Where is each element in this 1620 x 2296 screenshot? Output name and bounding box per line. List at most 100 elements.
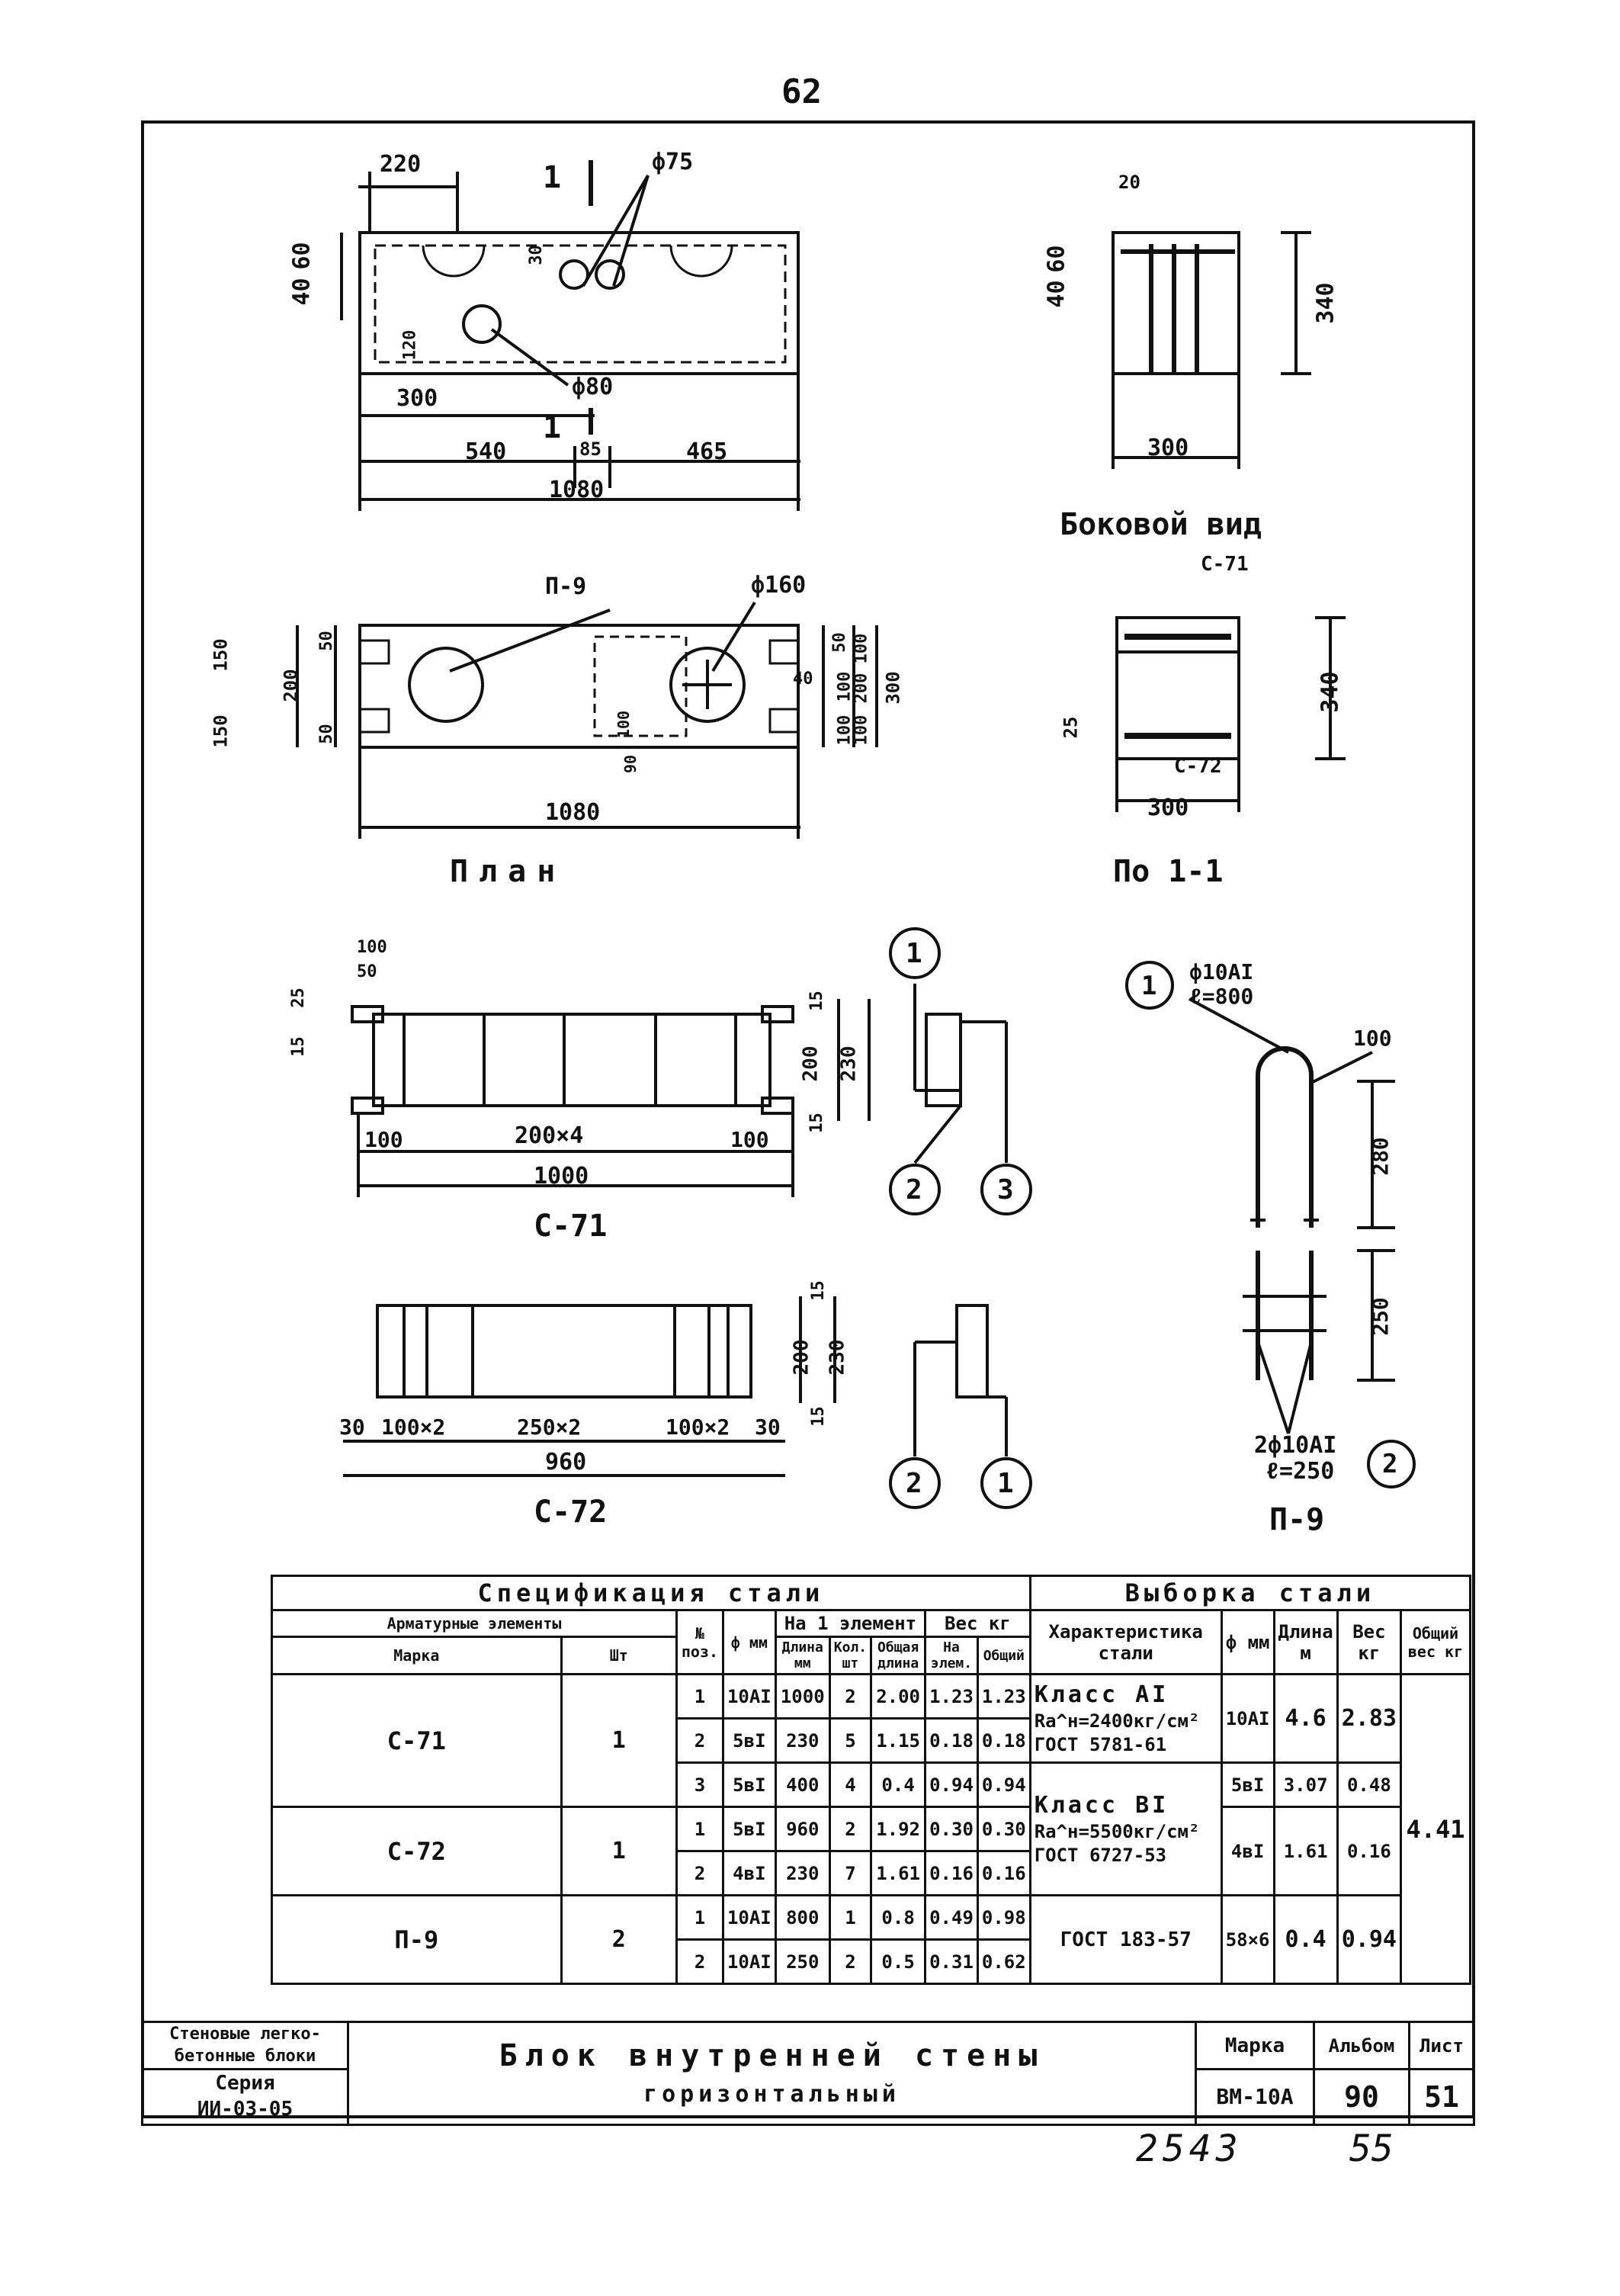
plan-dim: 1080 [545, 799, 601, 826]
cell: 0.31 [924, 1938, 979, 1985]
cell: 4вI [721, 1850, 777, 1896]
c71-dim: 15 [288, 1036, 308, 1057]
c71-dim: 100 [357, 938, 387, 957]
steel-w: 0.16 [1336, 1806, 1403, 1896]
front-dim: ф80 [572, 374, 614, 400]
steel-total: 4.41 [1400, 1673, 1471, 1985]
c72-dim: 15 [808, 1406, 828, 1427]
side-dim: 20 [1118, 172, 1140, 193]
c71-dim: 25 [288, 987, 308, 1008]
col-sdia: ф мм [1220, 1609, 1275, 1675]
cell: 10АI [721, 1673, 777, 1720]
col-len: Длина мм [774, 1636, 831, 1675]
front-dim: 30 [526, 245, 546, 265]
c72-dim: 30 [339, 1415, 365, 1440]
steel-char: Класс АI Rа^н=2400кг/см² ГОСТ 5781-61 [1028, 1673, 1223, 1764]
front-dim: ф75 [652, 149, 694, 175]
handwritten-number: 2543 [1136, 2127, 1243, 2170]
cell: 400 [774, 1761, 831, 1808]
cell: 0.62 [976, 1938, 1031, 1985]
tb-marka-label: Марка [1195, 2020, 1315, 2071]
side-dim: 340 [1312, 282, 1339, 324]
row-sht: 2 [560, 1894, 678, 1985]
plan-dim: 50 [316, 724, 336, 744]
front-dim: 120 [400, 329, 420, 361]
col-sht: Шт [560, 1636, 678, 1675]
plan-dim: 150 [210, 638, 232, 672]
cell: 5вI [721, 1806, 777, 1852]
row-marka: С-72 [271, 1806, 563, 1896]
plan-dim: 100 [852, 633, 871, 664]
c71-dim: 200×4 [515, 1122, 584, 1149]
cell: 1 [675, 1806, 724, 1852]
cell: 4 [828, 1761, 873, 1808]
tb-sheet: 51 [1408, 2068, 1475, 2126]
cell: 1.23 [924, 1673, 979, 1720]
front-dim: 465 [686, 438, 728, 465]
p9-dim: 250 [1367, 1297, 1393, 1336]
side-dim: 300 [1147, 435, 1189, 461]
steel-len: 3.07 [1272, 1761, 1339, 1808]
front-dim: 540 [465, 438, 507, 465]
row-marka: С-71 [271, 1673, 563, 1808]
cell: 0.16 [924, 1850, 979, 1896]
plan-dim: 50 [829, 632, 849, 653]
col-w-el: На элем. [924, 1636, 979, 1675]
col-total-len: Общая длина [870, 1636, 927, 1675]
tb-title-sub: горизонтальный [643, 2081, 900, 2108]
section-title: По 1-1 [1113, 854, 1224, 889]
steel-char-line: Rа^н=5500кг/см² [1034, 1820, 1200, 1842]
steel-char-line: Класс ВI [1034, 1791, 1169, 1819]
c72-dim: 30 [755, 1415, 781, 1440]
front-dim: 1080 [549, 477, 605, 503]
col-dia: ф мм [721, 1609, 777, 1675]
steel-char-line: Rа^н=2400кг/см² [1034, 1710, 1200, 1732]
p9-title: П-9 [1269, 1502, 1325, 1537]
c71-dim: 1000 [534, 1163, 589, 1190]
c72-dim: 100×2 [381, 1415, 446, 1440]
side-view-title: Боковой вид [1060, 507, 1262, 542]
cell: 2 [828, 1673, 873, 1720]
steel-w: 0.48 [1336, 1761, 1403, 1808]
c71-dim: 100 [730, 1127, 769, 1152]
c72-dim: 200 [790, 1339, 813, 1376]
p9-hook [1256, 1046, 1314, 1228]
cell: 10АI [721, 1938, 777, 1985]
steel-char: ГОСТ 183-57 [1028, 1894, 1223, 1985]
cell: 1.92 [870, 1806, 927, 1852]
cell: 2 [828, 1806, 873, 1852]
cell: 230 [774, 1717, 831, 1764]
title-block: Стеновые легко- бетонные блоки Блок внут… [141, 2020, 1475, 2126]
selection-title: Выборка стали [1028, 1575, 1472, 1611]
col-char: Характеристика стали [1028, 1609, 1223, 1675]
plan-dim: 40 [793, 670, 813, 689]
cell: 0.18 [924, 1717, 979, 1764]
cell: 0.18 [976, 1717, 1031, 1764]
tb-org-line: бетонные блоки [174, 2046, 316, 2066]
tb-org-line: Стеновые легко- [169, 2025, 321, 2044]
col-w-total: Общий [976, 1636, 1031, 1675]
row-sht: 1 [560, 1673, 678, 1808]
c72-dim: 100×2 [666, 1415, 730, 1440]
c71-dim: 100 [364, 1127, 403, 1152]
steel-char: Класс ВI Rа^н=5500кг/см² ГОСТ 6727-53 [1028, 1761, 1223, 1896]
c71-dim: 15 [807, 1113, 826, 1133]
steel-char-line: Класс АI [1034, 1681, 1169, 1708]
c71-frame [372, 1013, 772, 1107]
section-mark: 1 [543, 160, 562, 195]
cell: 0.49 [924, 1894, 979, 1941]
p9-label: ℓ=250 [1266, 1458, 1335, 1485]
p9-label: 2ф10АI [1254, 1432, 1337, 1459]
steel-dia: 10АI [1220, 1673, 1275, 1764]
cell: 1.23 [976, 1673, 1031, 1720]
c72-dim: 15 [808, 1280, 828, 1301]
front-view-block [358, 231, 800, 375]
plan-dim: ф160 [751, 572, 807, 599]
callout-number: 2 [906, 1468, 922, 1499]
plan-dim: 150 [210, 714, 232, 748]
cell: 2 [675, 1717, 724, 1764]
tb-album-label: Альбом [1313, 2020, 1410, 2071]
callout-number: 1 [1141, 971, 1157, 1001]
callout-number: 1 [906, 938, 922, 969]
